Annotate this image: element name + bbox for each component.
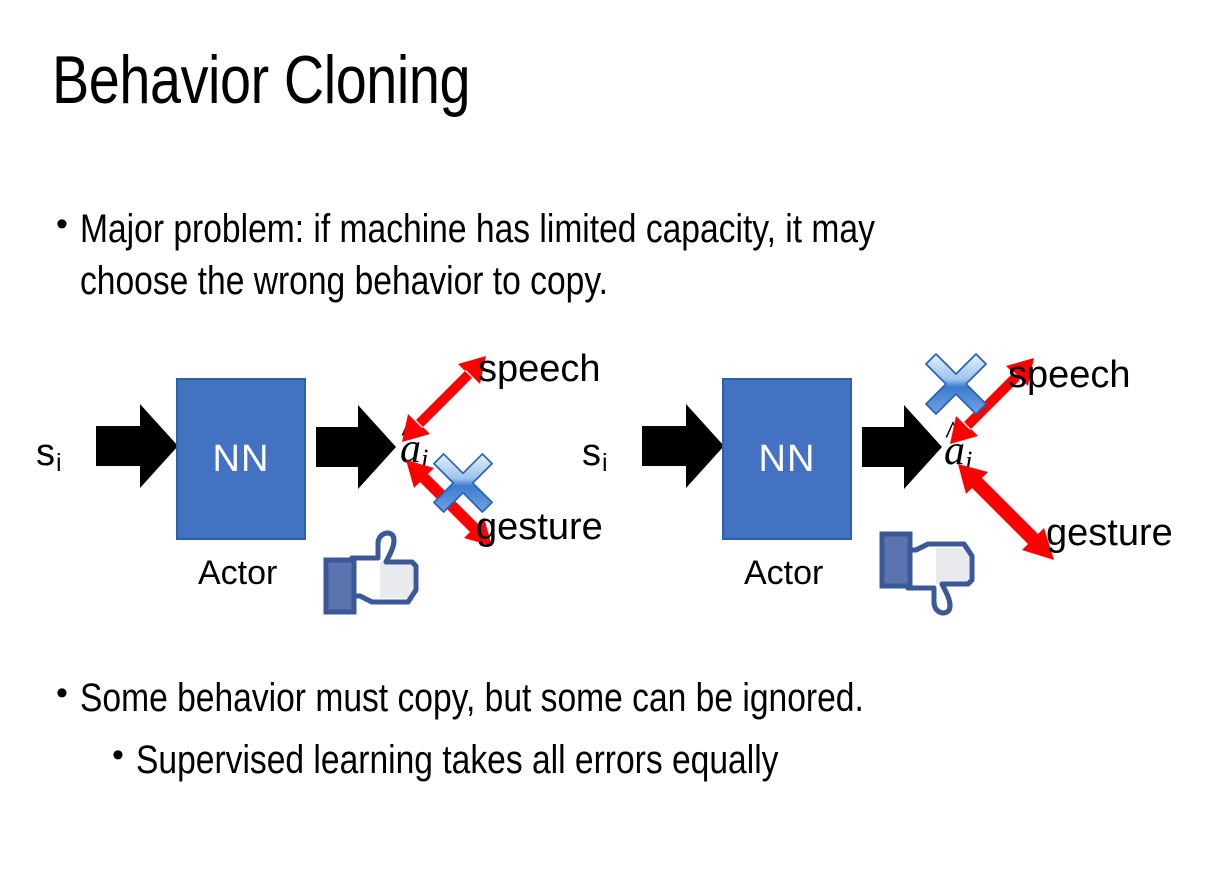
output-label-speech-left: speech <box>478 348 601 390</box>
diagram-left-good-case: si NN Actor ^ai <box>0 330 605 640</box>
bullet-bottom-2-text: Supervised learning takes all errors equ… <box>135 738 779 782</box>
actor-label-right: Actor <box>744 554 824 592</box>
action-subscript: i <box>421 443 429 474</box>
nn-box-label: NN <box>212 438 270 480</box>
state-symbol: s <box>582 432 601 474</box>
bullet-bottom-primary: • Some behavior must copy, but some can … <box>56 672 1176 724</box>
speech-arrow-right-icon <box>948 354 1038 446</box>
thumbs-down-icon <box>876 520 980 618</box>
action-subscript: i <box>965 445 973 476</box>
state-subscript: i <box>602 448 608 477</box>
speech-arrow-left-icon <box>400 352 490 444</box>
bullet-bottom-sub: • Supervised learning takes all errors e… <box>112 734 1172 786</box>
bullet-top-problem: • Major problem: if machine has limited … <box>56 203 1176 307</box>
actor-label-left: Actor <box>198 554 278 592</box>
output-arrow-left-icon <box>316 404 396 490</box>
output-label-speech-right: speech <box>1008 354 1131 396</box>
nn-box-left: NN <box>176 378 306 540</box>
state-symbol: s <box>36 432 55 474</box>
output-arrow-right-icon <box>862 404 942 490</box>
bullet-bottom-1-text: Some behavior must copy, but some can be… <box>79 676 864 720</box>
thumbs-up-icon <box>320 528 424 618</box>
nn-box-right: NN <box>722 378 852 540</box>
state-subscript: i <box>56 448 62 477</box>
bullet-dot-icon: • <box>56 205 68 243</box>
bullet-dot-icon: • <box>112 736 124 774</box>
bullet-dot-icon: • <box>56 674 68 712</box>
page-title: Behavior Cloning <box>52 42 471 118</box>
cross-out-x-icon-left <box>432 452 494 514</box>
gesture-arrow-right-icon <box>954 462 1064 566</box>
input-arrow-right-icon <box>642 402 724 490</box>
state-label-left: si <box>36 434 62 476</box>
output-label-gesture-left: gesture <box>476 506 603 548</box>
bullet-top-text: Major problem: if machine has limited ca… <box>79 207 875 303</box>
output-label-gesture-right: gesture <box>1046 512 1173 554</box>
nn-box-label: NN <box>758 438 816 480</box>
cross-out-x-icon-right <box>924 352 988 416</box>
diagram-right-bad-case: si NN Actor ^ai <box>546 330 1173 640</box>
input-arrow-left-icon <box>96 402 178 490</box>
state-label-right: si <box>582 434 608 476</box>
